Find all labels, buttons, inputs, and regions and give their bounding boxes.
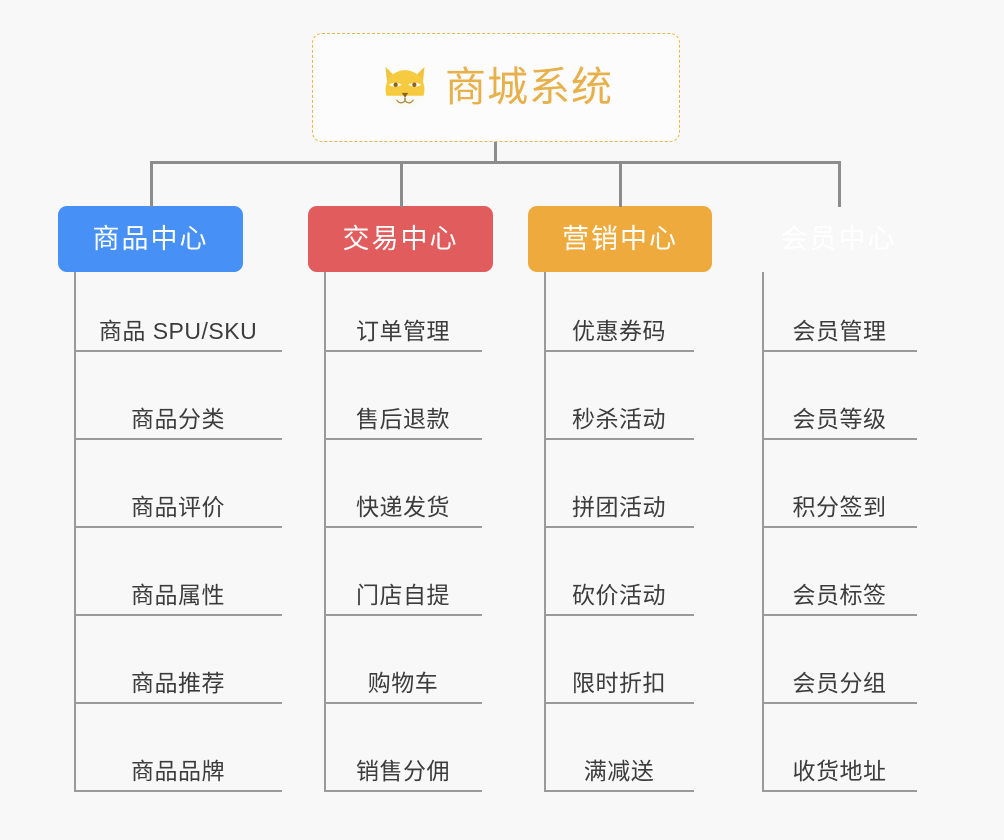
leaf-item[interactable]: 门店自提	[324, 528, 482, 616]
leaf-item[interactable]: 商品分类	[74, 352, 282, 440]
leaf-item[interactable]: 商品推荐	[74, 616, 282, 704]
leaf-item[interactable]: 售后退款	[324, 352, 482, 440]
leaf-item-label: 优惠券码	[572, 318, 666, 344]
column-spine	[74, 272, 76, 792]
category-header-label: 商品中心	[92, 223, 209, 254]
root-title: 商城系统	[445, 64, 613, 110]
leaf-item[interactable]: 限时折扣	[544, 616, 694, 704]
shiba-dog-face-icon	[385, 66, 425, 109]
leaf-item[interactable]: 砍价活动	[544, 528, 694, 616]
category-header-2[interactable]: 交易中心	[308, 206, 493, 272]
branch-connector-3	[619, 161, 622, 207]
leaf-item[interactable]: 商品 SPU/SKU	[74, 264, 282, 352]
leaf-item-label: 满减送	[583, 758, 655, 784]
leaf-item[interactable]: 收货地址	[762, 704, 917, 792]
leaf-item-label: 购物车	[367, 670, 439, 696]
leaf-item[interactable]: 订单管理	[324, 264, 482, 352]
leaf-item[interactable]: 会员分组	[762, 616, 917, 704]
leaf-item[interactable]: 商品评价	[74, 440, 282, 528]
leaf-item[interactable]: 拼团活动	[544, 440, 694, 528]
root-connector-stem	[494, 142, 497, 164]
leaf-item[interactable]: 满减送	[544, 704, 694, 792]
leaf-item[interactable]: 销售分佣	[324, 704, 482, 792]
leaf-item[interactable]: 秒杀活动	[544, 352, 694, 440]
leaf-item[interactable]: 会员标签	[762, 528, 917, 616]
leaf-item[interactable]: 会员等级	[762, 352, 917, 440]
root-node[interactable]: 商城系统	[312, 33, 680, 142]
leaf-item-label: 积分签到	[792, 494, 887, 520]
category-header-3[interactable]: 营销中心	[528, 206, 712, 272]
leaf-item-label: 商品品牌	[131, 758, 225, 784]
leaf-item-label: 订单管理	[356, 318, 450, 344]
root-connector-bar	[150, 161, 840, 164]
leaf-item-label: 砍价活动	[572, 582, 666, 608]
category-header-label: 营销中心	[562, 223, 678, 254]
column-spine	[324, 272, 326, 792]
leaf-item-label: 商品评价	[131, 494, 225, 520]
leaf-item-label: 快递发货	[356, 494, 450, 520]
leaf-item-label: 商品属性	[131, 582, 225, 608]
branch-connector-4	[838, 161, 841, 207]
branch-connector-1	[150, 161, 153, 207]
category-header-label: 交易中心	[342, 223, 459, 254]
leaf-item-label: 售后退款	[356, 406, 450, 432]
leaf-item-label: 门店自提	[356, 582, 450, 608]
leaf-item-label: 商品 SPU/SKU	[98, 318, 258, 344]
leaf-item-label: 商品分类	[131, 406, 225, 432]
category-header-label: 会员中心	[780, 223, 897, 254]
leaf-item-label: 秒杀活动	[572, 406, 666, 432]
branch-connector-2	[400, 161, 403, 207]
leaf-item[interactable]: 会员管理	[762, 264, 917, 352]
leaf-item-label: 会员管理	[792, 318, 887, 344]
leaf-item[interactable]: 快递发货	[324, 440, 482, 528]
leaf-item-label: 限时折扣	[572, 670, 666, 696]
leaf-item[interactable]: 商品属性	[74, 528, 282, 616]
leaf-item-label: 销售分佣	[356, 758, 450, 784]
leaf-item[interactable]: 积分签到	[762, 440, 917, 528]
category-header-1[interactable]: 商品中心	[58, 206, 243, 272]
leaf-item[interactable]: 购物车	[324, 616, 482, 704]
leaf-item[interactable]: 商品品牌	[74, 704, 282, 792]
leaf-item-label: 会员等级	[792, 406, 887, 432]
leaf-item-label: 商品推荐	[131, 670, 225, 696]
leaf-item-label: 会员分组	[792, 670, 887, 696]
leaf-item-label: 会员标签	[792, 582, 887, 608]
leaf-item[interactable]: 优惠券码	[544, 264, 694, 352]
leaf-item-label: 拼团活动	[572, 494, 666, 520]
category-header-4[interactable]: 会员中心	[745, 206, 932, 272]
leaf-item-label: 收货地址	[792, 758, 887, 784]
column-spine	[544, 272, 546, 792]
column-spine	[762, 272, 764, 792]
